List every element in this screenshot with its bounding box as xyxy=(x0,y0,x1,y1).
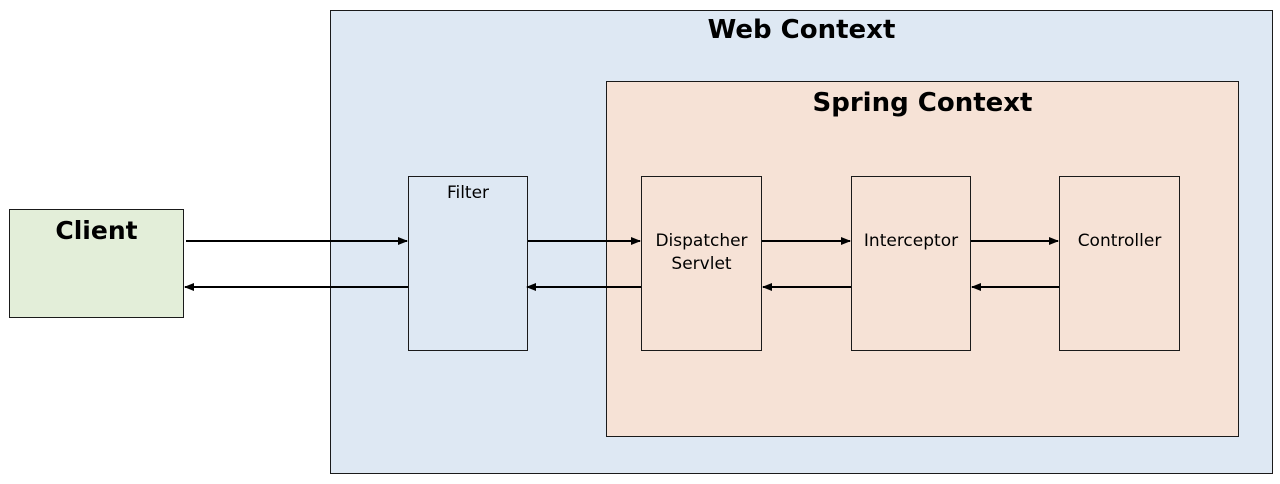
client-node: Client xyxy=(9,209,184,318)
controller-node: Controller xyxy=(1059,176,1180,351)
spring-context-title: Spring Context xyxy=(812,88,1033,118)
web-context-title: Web Context xyxy=(707,15,896,45)
dispatcher-servlet-label: Dispatcher Servlet xyxy=(642,230,761,276)
interceptor-label: Interceptor xyxy=(863,231,959,251)
filter-node: Filter xyxy=(408,176,528,351)
filter-label: Filter xyxy=(446,183,490,203)
dispatcher-servlet-node: Dispatcher Servlet xyxy=(641,176,762,351)
interceptor-node: Interceptor xyxy=(851,176,971,351)
client-label: Client xyxy=(55,216,138,245)
controller-label: Controller xyxy=(1077,231,1162,251)
dispatcher-label-line1: Dispatcher xyxy=(655,231,748,251)
dispatcher-label-line2: Servlet xyxy=(671,254,732,274)
